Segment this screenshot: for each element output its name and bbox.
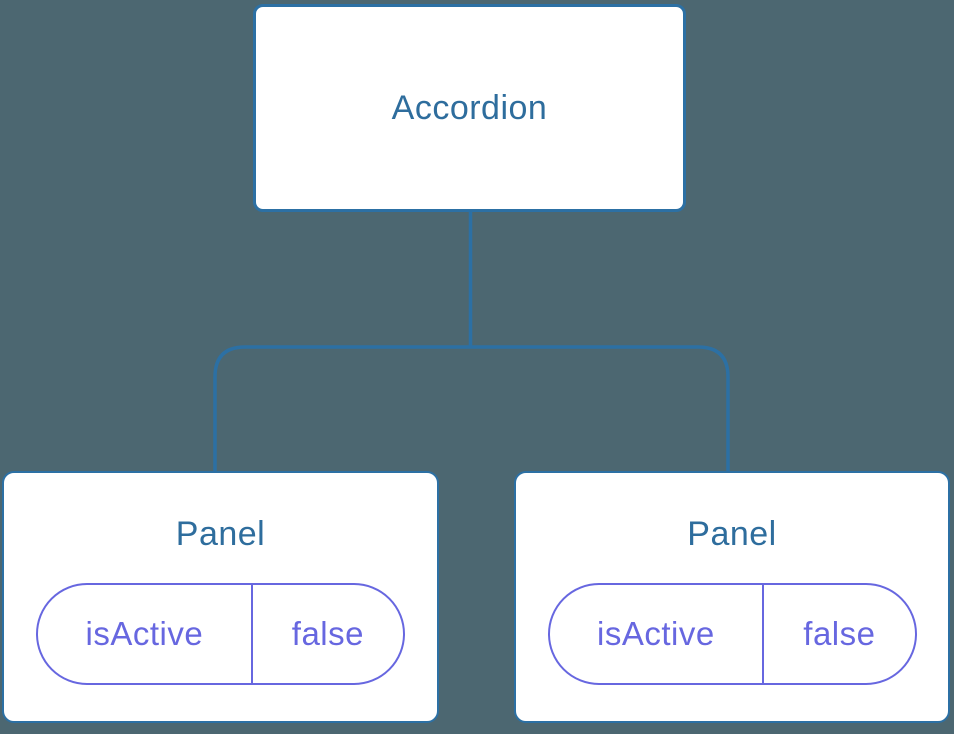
panel-left-state-value: false: [250, 585, 403, 683]
panel-node-left: Panel isActive false: [2, 471, 439, 723]
panel-left-state-pill: isActive false: [36, 583, 405, 685]
panel-node-right: Panel isActive false: [514, 471, 950, 723]
accordion-label: Accordion: [391, 88, 548, 127]
panel-right-state-value: false: [762, 585, 914, 683]
panel-right-state-key: isActive: [597, 615, 715, 652]
branch-bracket-line: [213, 345, 730, 473]
panel-left-label: Panel: [175, 515, 266, 553]
panel-right-label: Panel: [687, 515, 777, 553]
panel-right-state-pill: isActive false: [547, 583, 917, 685]
panel-left-state-key: isActive: [85, 615, 204, 652]
accordion-node: Accordion: [253, 4, 686, 212]
